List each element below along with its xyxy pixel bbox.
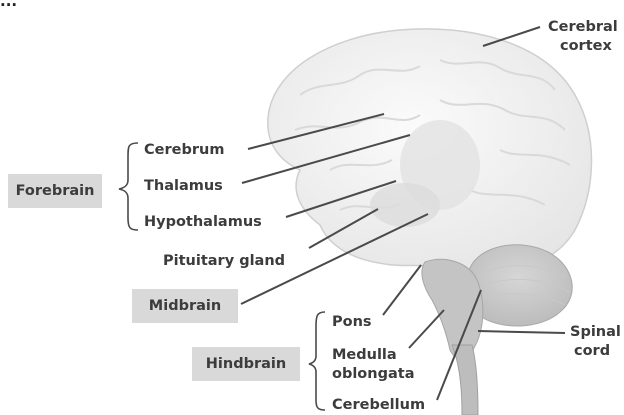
label-medulla-line1: Medulla — [332, 346, 414, 365]
group-hindbrain: Hindbrain — [192, 347, 300, 381]
label-spinal-cord: Spinal cord — [570, 323, 621, 361]
label-medulla-oblongata: Medulla oblongata — [332, 346, 414, 384]
label-spinal-cord-line1: Spinal — [570, 323, 621, 342]
leader-pons — [383, 265, 421, 315]
label-cerebellum: Cerebellum — [332, 396, 425, 415]
label-pons: Pons — [332, 313, 372, 332]
forebrain-brace — [119, 143, 138, 230]
leader-medulla — [409, 310, 444, 348]
hindbrain-brace — [309, 312, 325, 410]
label-medulla-line2: oblongata — [332, 365, 414, 384]
label-cerebral-cortex-line2: cortex — [548, 37, 618, 56]
hypothalamus-shape — [370, 183, 440, 227]
leader-spinal-cord — [478, 331, 565, 333]
label-cerebral-cortex: Cerebral cortex — [548, 18, 618, 56]
label-spinal-cord-line2: cord — [570, 342, 621, 361]
label-thalamus: Thalamus — [144, 177, 223, 196]
label-cerebral-cortex-line1: Cerebral — [548, 18, 618, 37]
cropped-heading-fragment: ... — [0, 0, 17, 10]
label-hypothalamus: Hypothalamus — [144, 213, 262, 232]
label-cerebrum: Cerebrum — [144, 141, 224, 160]
label-pituitary-gland: Pituitary gland — [163, 252, 285, 271]
group-midbrain: Midbrain — [132, 289, 238, 323]
spinal-cord-shape — [452, 345, 478, 415]
group-forebrain: Forebrain — [8, 174, 102, 208]
